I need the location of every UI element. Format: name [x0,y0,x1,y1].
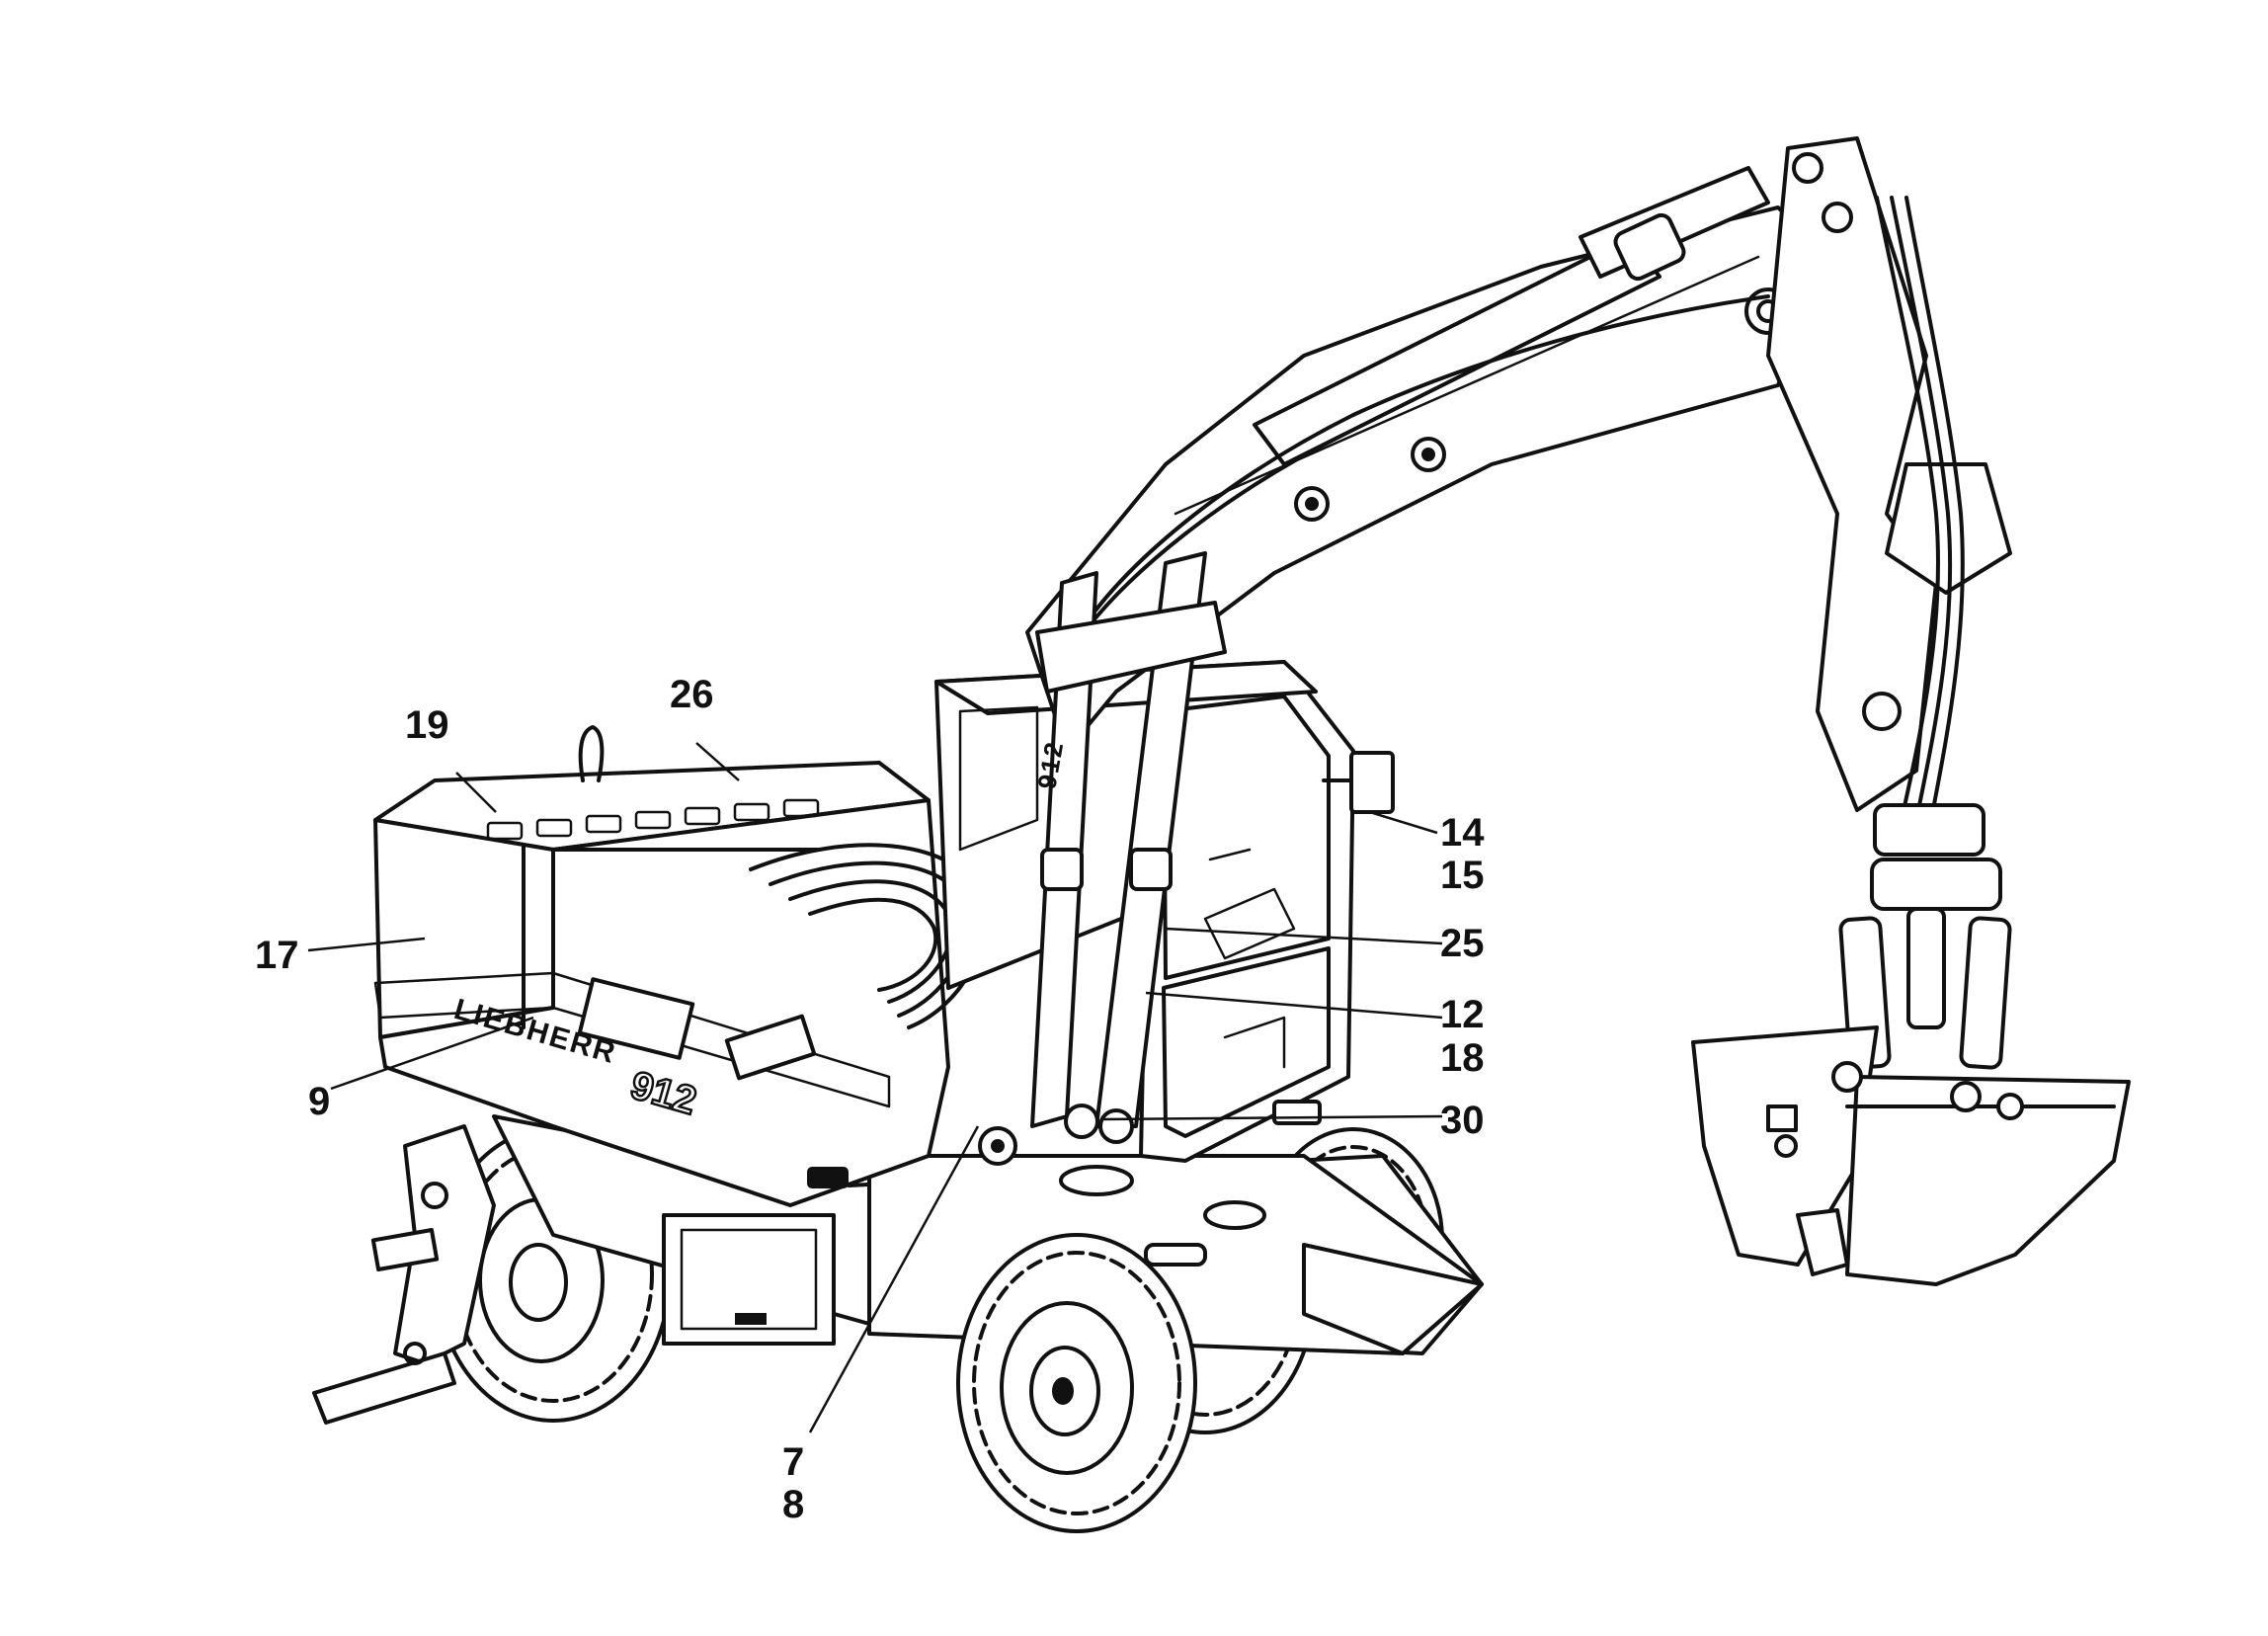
callout-labels: 19 26 17 9 14 15 25 12 18 30 7 8 [255,673,1485,1526]
leader-25 [1165,927,1443,945]
cab-rear-window [958,705,1039,852]
boom-lift-cylinders: 912 [978,551,1227,1166]
callout-17: 17 [255,934,299,977]
side-grille [577,977,695,1060]
side-mirror [1349,751,1395,814]
leader-30 [1100,1114,1443,1121]
leader-7 [808,1125,980,1433]
stick-arm [1766,136,2012,822]
callout-30: 30 [1440,1099,1485,1142]
engine-housing: LIEBHERR 912 [373,725,950,1207]
callout-9: 9 [308,1080,330,1123]
boom-arm [1025,166,1829,753]
callout-7: 7 [782,1440,804,1484]
access-hatch-2 [1203,1200,1266,1230]
leader-lines [307,742,1443,1433]
grab-shell-left [1691,1025,1879,1267]
leader-14 [1372,811,1438,835]
callout-26: 26 [670,673,714,716]
clamshell-grab [1691,803,2131,1286]
leader-9 [330,1016,534,1091]
callout-12: 12 [1440,993,1485,1036]
leader-17 [307,937,426,952]
callout-8: 8 [782,1483,804,1526]
callout-18: 18 [1440,1036,1485,1080]
grab-shell-right [1845,1075,2131,1286]
hood-vents [486,798,820,841]
leader-26 [695,742,740,781]
cab-front-window [1162,695,1331,980]
stabilizer-leg [312,1124,496,1425]
access-hatch-1 [1059,1165,1134,1196]
leader-19 [455,772,497,813]
callout-25: 25 [1440,922,1485,965]
cab-lower-window [1162,946,1331,1138]
boom-cylinder-right [1094,551,1207,1128]
callout-14: 14 [1440,811,1485,855]
rotator-unit [1873,803,1985,857]
stick-cylinder [1253,235,1661,466]
exhaust-pipe [578,725,605,782]
operator-cab [934,660,1395,1163]
callout-15: 15 [1440,854,1485,897]
front-left-wheel [956,1233,1197,1533]
tail-light [807,1167,849,1188]
grab-cylinder-right [1959,916,2012,1070]
leader-12 [1145,991,1443,1020]
callout-19: 19 [405,703,449,747]
